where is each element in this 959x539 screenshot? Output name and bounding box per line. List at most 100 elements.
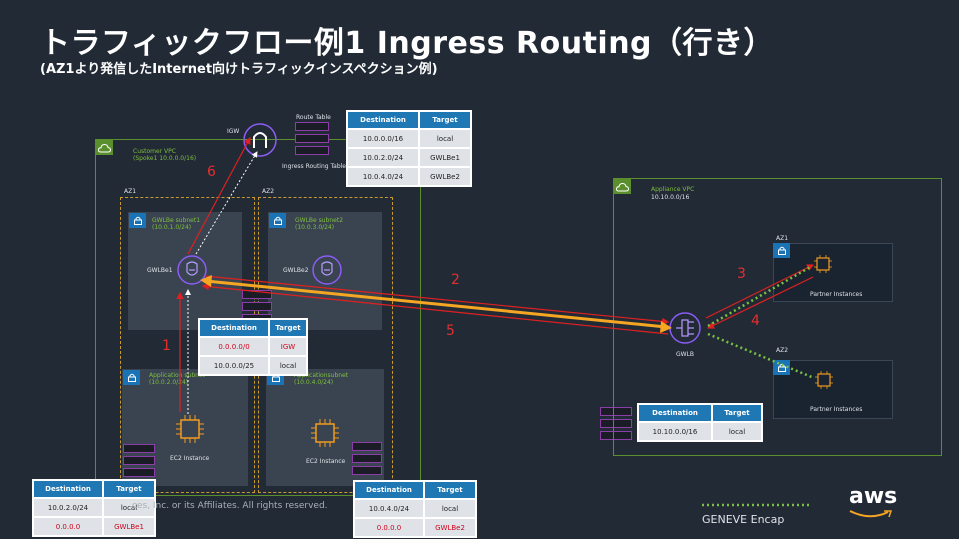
rt-cell: local — [268, 355, 308, 376]
step-number: 4 — [751, 313, 760, 329]
rt-header: Target — [423, 480, 477, 500]
rt-header: Destination — [353, 480, 425, 500]
partner2-label: Partner Instances — [810, 406, 863, 413]
igw-label: IGW — [227, 128, 240, 135]
flow-dotted — [195, 151, 258, 255]
aws-smile-icon — [849, 510, 893, 518]
route-table-icon — [352, 442, 382, 475]
rt-cell: 0.0.0.0 — [353, 517, 425, 538]
ec2-1-label: EC2 Instance — [170, 455, 210, 462]
rt-header: Target — [268, 318, 308, 338]
route-table-label: Route Table — [296, 114, 331, 121]
route-table-icon — [295, 122, 329, 155]
page-title: トラフィックフロー例1 Ingress Routing（行き） — [40, 26, 775, 61]
step-number: 1 — [162, 338, 171, 354]
gwlb-endpoint-icon — [176, 254, 208, 290]
app-subnet2-cidr: (10.0.4.0/24) — [294, 379, 334, 386]
ec2-chip-icon — [310, 418, 340, 452]
rt-cell: 10.0.4.0/24 — [353, 498, 425, 519]
lock-icon — [773, 243, 790, 258]
step-number: 2 — [451, 272, 460, 288]
gwlbe1-label: GWLBe1 — [147, 267, 173, 274]
rt-cell: local — [102, 497, 156, 518]
rt-header: Target — [102, 479, 156, 499]
customer-vpc — [95, 139, 421, 496]
app-subnet1 — [122, 369, 248, 486]
appliance-az1 — [773, 243, 893, 302]
rt-header: Destination — [32, 479, 104, 499]
rt-cell: local — [418, 128, 472, 149]
app-subnet2-name: Applicationsubnet — [294, 372, 349, 379]
gwlb-label: GWLB — [676, 351, 695, 358]
flow-step-3 — [705, 264, 815, 319]
app-subnet1-name: Application subnet — [149, 372, 206, 379]
rt-cell: 10.0.0.0/25 — [198, 355, 270, 376]
step-number: 3 — [737, 266, 746, 282]
rt-cell: GWLBe2 — [423, 517, 477, 538]
flow-yellow — [205, 279, 667, 329]
ec2-2-label: EC2 Instance — [306, 458, 346, 465]
partner-instance-icon — [815, 371, 833, 393]
geneve-line — [707, 264, 813, 328]
app-subnet1-cidr: (10.0.2.0/24) — [149, 379, 189, 386]
flow-yellow-head — [200, 275, 212, 287]
ingress-rt-label: Ingress Routing Table — [282, 163, 346, 170]
rt-cell: 10.0.4.0/24 — [346, 166, 420, 187]
rt-header: Destination — [637, 403, 713, 423]
gwlbe-subnet2 — [268, 212, 382, 330]
customer-az2-label: AZ2 — [262, 188, 275, 195]
gwlbe-subnet2-cidr: (10.0.3.0/24) — [295, 224, 335, 231]
aws-logo: aws — [849, 484, 898, 509]
ec2-chip-icon — [175, 414, 205, 448]
appliance-az2-label: AZ2 — [776, 347, 789, 354]
customer-vpc-cidr: (Spoke1 10.0.0.0/16) — [133, 155, 197, 162]
gwlbe-subnet1-name: GWLBe subnet1 — [152, 217, 201, 224]
rt-cell: 10.0.0.0/16 — [346, 128, 420, 149]
cloud-lock-icon — [614, 179, 631, 194]
gwlbe-subnet1-cidr: (10.0.1.0/24) — [152, 224, 192, 231]
rt-cell: IGW — [268, 336, 308, 357]
partner1-label: Partner Instances — [810, 291, 863, 298]
customer-vpc-name: Customer VPC — [133, 148, 176, 155]
cloud-lock-icon — [96, 140, 113, 155]
rt-cell: GWLBe2 — [418, 166, 472, 187]
rt-cell: GWLBe1 — [102, 516, 156, 537]
customer-az1-label: AZ1 — [124, 188, 137, 195]
gwlbe-subnet2-name: GWLBe subnet2 — [295, 217, 344, 224]
rt-header: Destination — [346, 110, 420, 130]
step-number: 6 — [207, 164, 216, 180]
gwlb-endpoint-icon — [311, 254, 343, 290]
step-number: 5 — [446, 323, 455, 339]
route-table-icon — [123, 444, 155, 477]
rt-cell: 10.0.2.0/24 — [32, 497, 104, 518]
rt-header: Target — [418, 110, 472, 130]
partner-instance-icon — [814, 255, 832, 277]
appliance-az2 — [773, 360, 893, 419]
flow-yellow-head — [660, 321, 672, 333]
rt-cell: 10.10.0.0/16 — [637, 421, 713, 442]
copyright-footer: ces, Inc. or its Affiliates. All rights … — [132, 501, 328, 511]
route-table-icon — [600, 407, 632, 440]
flow-step-4 — [706, 276, 814, 329]
flow-step-6 — [187, 136, 251, 255]
page-subtitle: (AZ1より発信したInternet向けトラフィックインスペクション例) — [40, 62, 438, 77]
flow-step-5 — [201, 283, 669, 335]
gwlbe2-label: GWLBe2 — [283, 267, 309, 274]
rt-cell: 0.0.0.0/0 — [198, 336, 270, 357]
lock-icon — [123, 370, 140, 385]
rt-header: Destination — [198, 318, 270, 338]
gwlbe-subnet1 — [128, 212, 242, 330]
rt-cell: 10.0.2.0/24 — [346, 147, 420, 168]
rt-header: Target — [711, 403, 763, 423]
lock-icon — [129, 213, 146, 228]
rt-cell: 0.0.0.0 — [32, 516, 104, 537]
flow-step-2 — [204, 275, 670, 325]
rt-cell: local — [711, 421, 763, 442]
geneve-legend-label: GENEVE Encap — [702, 513, 785, 526]
